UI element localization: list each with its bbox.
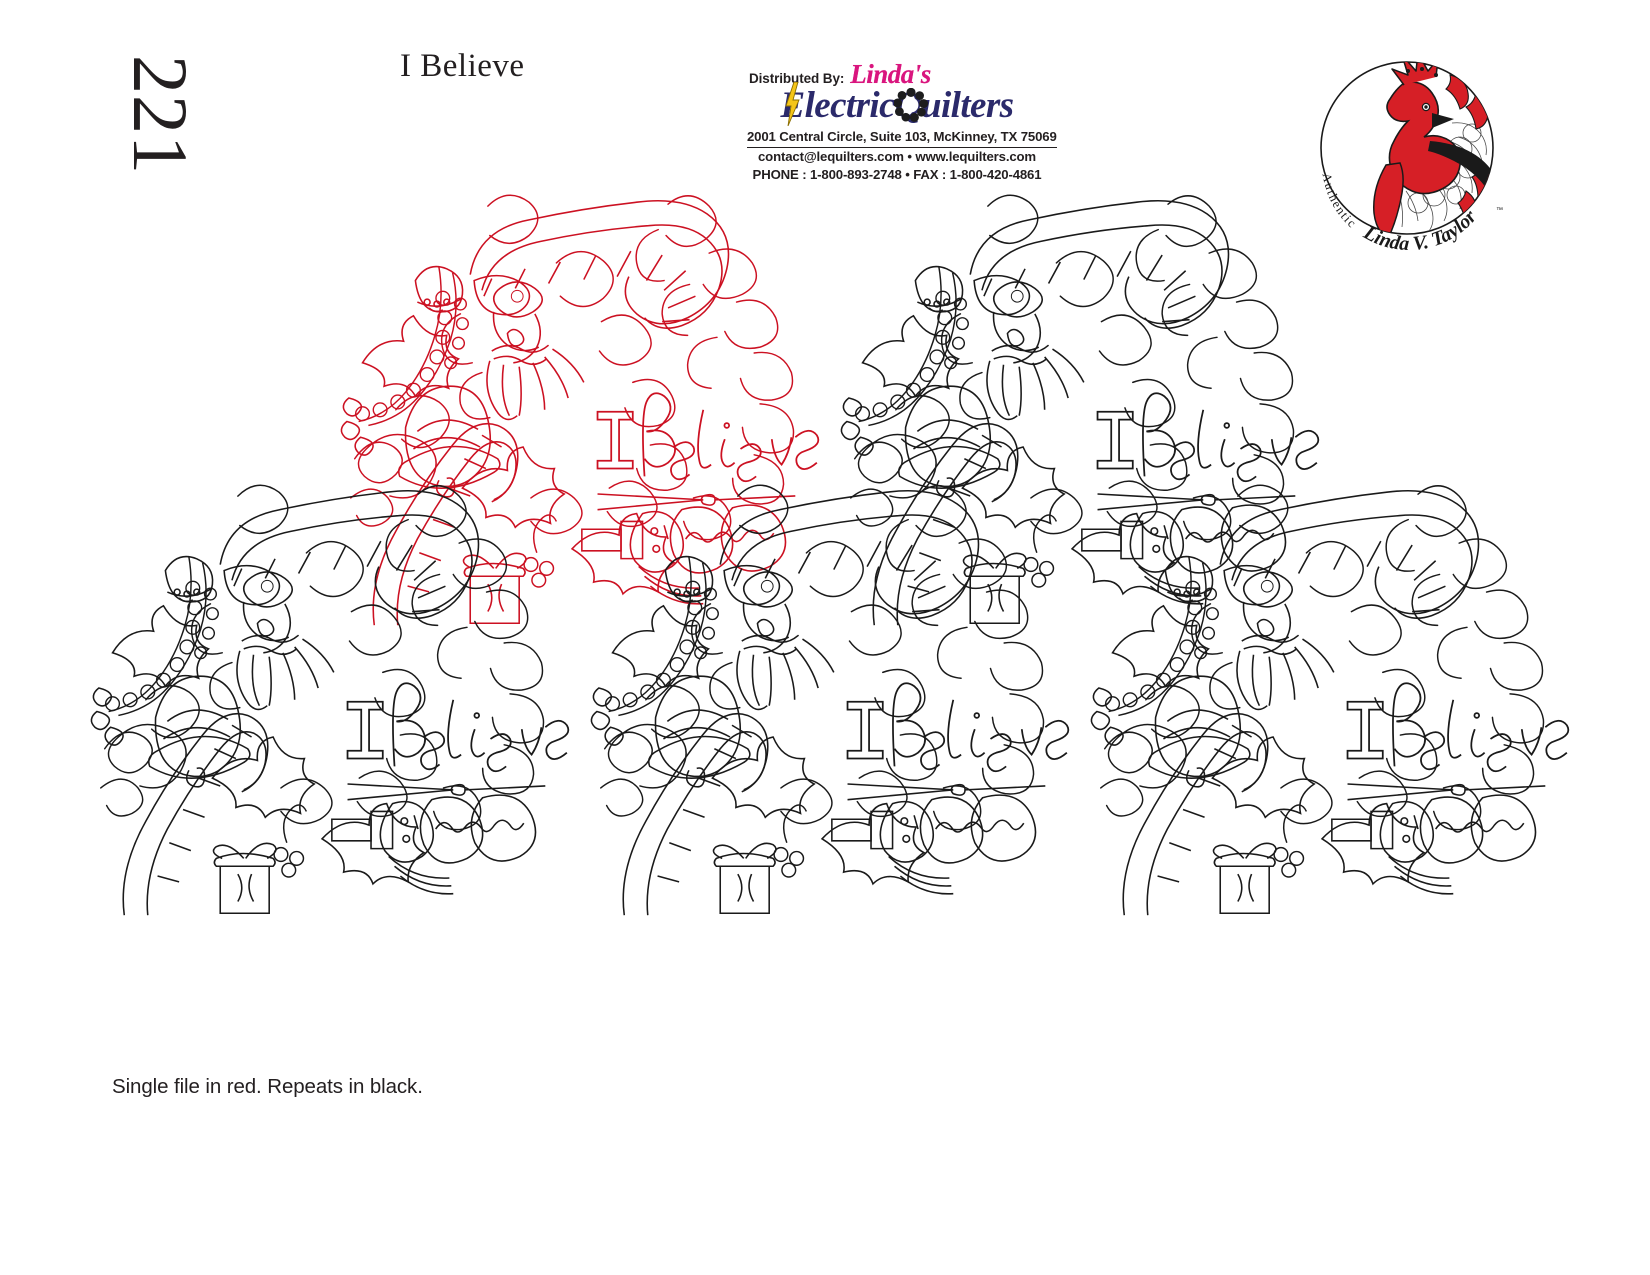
address-line-street: 2001 Central Circle, Suite 103, McKinney… (747, 128, 1057, 148)
brand-wordmark: Electric Quilters (747, 82, 1047, 126)
motif-block-black-left: svg[data-name="motif-block-black-left"] … (90, 484, 570, 917)
brand-word-electric: Electric (780, 84, 896, 126)
catalog-number: 221 (117, 55, 204, 175)
brand-first-name: Linda's (850, 59, 931, 89)
address-line-web: contact@lequilters.com • www.lequilters.… (757, 148, 1036, 164)
footer-note: Single file in red. Repeats in black. (112, 1075, 423, 1098)
wreath-icon (894, 88, 928, 122)
address-lines: 2001 Central Circle, Suite 103, McKinney… (747, 128, 1057, 185)
page-title: I Believe (400, 48, 525, 84)
distributed-by-row: Distributed By: Linda's (747, 58, 1047, 88)
distributed-by-label: Distributed By: (749, 70, 845, 86)
quilting-pattern-artwork: svg[data-name="motif-block-red"] .pupil{… (90, 165, 1570, 925)
trademark-symbol: ™ (1496, 207, 1503, 214)
address-line-phone: PHONE : 1-800-893-2748 • FAX : 1-800-420… (752, 167, 1042, 183)
motif-block-black-right: svg[data-name="motif-block-black-right"]… (1090, 484, 1570, 917)
distributor-block: Distributed By: Linda's Electric Quilter… (747, 58, 1057, 185)
authentic-linda-v-taylor-logo: Authentic Linda V. Taylor ™ (1320, 61, 1503, 255)
